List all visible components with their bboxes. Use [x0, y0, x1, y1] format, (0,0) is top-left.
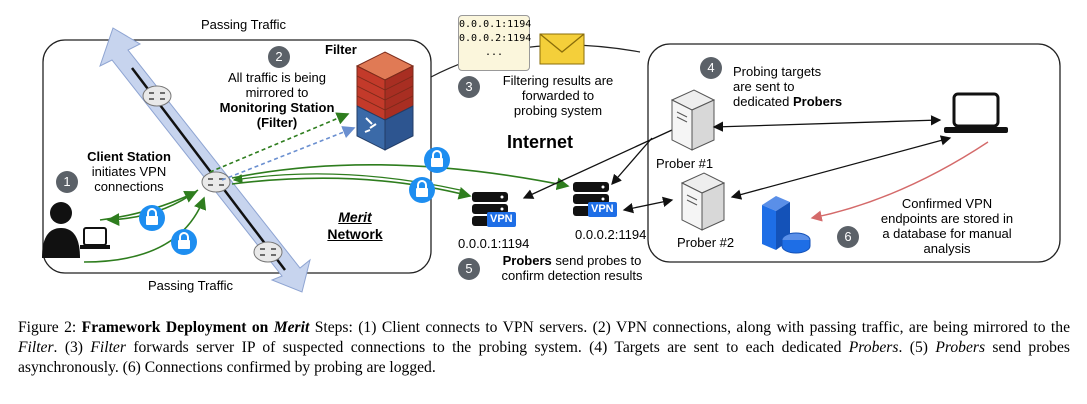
confirmed-line: analysis	[923, 241, 971, 256]
confirmed-line: Confirmed VPN	[901, 196, 993, 211]
lock-icon	[139, 205, 165, 231]
probers-line: confirm detection results	[501, 268, 643, 283]
client-vpn-arrow	[83, 196, 207, 263]
mirror-line: All traffic is being	[227, 70, 327, 85]
router-vpn-arrow	[231, 177, 472, 200]
mirror-arrow-blue	[221, 126, 356, 181]
vpn-badge-1: VPN	[487, 212, 516, 227]
targets-line: are sent to	[733, 79, 795, 94]
probing-system-box	[647, 43, 1061, 263]
step-2-badge: 2	[268, 46, 290, 68]
caption-text: Steps: (1) Client connects to VPN server…	[309, 319, 1070, 336]
diagram-canvas	[42, 27, 1061, 293]
internet-label: Internet	[507, 132, 574, 152]
client-line: initiates VPN	[91, 164, 167, 179]
step-5-badge: 5	[458, 258, 480, 280]
firewall-icon	[355, 51, 415, 151]
confirmed-line: a database for manual	[882, 226, 1012, 241]
vpn-server-2-label: 0.0.0.2:1194	[575, 227, 647, 242]
lock-icon	[409, 177, 435, 203]
note-ip-2: 0.0.0.2:1194	[459, 33, 532, 44]
probe-arrow	[522, 129, 673, 199]
mirror-line: mirrored to	[245, 85, 309, 100]
vpn-server-icon	[472, 192, 508, 226]
lock-icon	[171, 229, 197, 255]
passing-traffic-bottom-label: Passing Traffic	[148, 278, 234, 293]
mirror-label: All traffic is being mirrored to Monitor…	[212, 70, 342, 130]
filtering-results-note: 0.0.0.1:1194 0.0.0.2:1194 ...	[458, 15, 532, 71]
client-line: Client Station	[87, 149, 171, 164]
prober-computer-icon	[670, 89, 716, 151]
router-vpn-arrow	[231, 163, 570, 191]
prober-2-label: Prober #2	[677, 235, 735, 250]
note-ip-1: 0.0.0.1:1194	[459, 19, 532, 30]
caption-italic: Filter	[18, 339, 54, 356]
step-1-badge: 1	[56, 171, 78, 193]
target-arrow	[712, 115, 942, 132]
note-ellipsis: ...	[484, 47, 504, 58]
passing-traffic-top-label: Passing Traffic	[201, 17, 287, 32]
step-4-badge: 4	[700, 57, 722, 79]
caption-italic: Filter	[90, 339, 126, 356]
mirror-line: Monitoring Station	[219, 100, 335, 115]
router-icon	[142, 85, 172, 107]
store-arrow	[810, 141, 989, 222]
target-arrow	[730, 135, 952, 200]
confirmed-vpn-label: Confirmed VPN endpoints are stored in a …	[862, 196, 1032, 256]
client-station-label: Client Station initiates VPN connections	[74, 149, 184, 194]
router-icon	[201, 171, 231, 193]
mirror-line: (Filter)	[256, 115, 298, 130]
laptop-icon	[80, 227, 110, 249]
database-icon	[762, 196, 811, 254]
targets-line-pre: dedicated	[733, 94, 793, 109]
envelope-icon	[539, 33, 585, 65]
targets-line: dedicated Probers	[733, 94, 863, 109]
mirror-arrow-green	[209, 112, 350, 173]
caption-title: Framework Deployment on	[81, 319, 274, 336]
targets-line-bold: Probers	[793, 94, 843, 109]
prober-computer-icon	[680, 172, 726, 231]
filter-label: Filter	[325, 42, 357, 57]
caption-prefix: Figure 2:	[18, 319, 82, 336]
step-3-badge: 3	[458, 76, 480, 98]
caption-title-italic: Merit	[273, 319, 310, 336]
probers-line-bold: Probers	[502, 253, 552, 268]
filtering-line: forwarded to	[521, 88, 595, 103]
vpn-badge-2: VPN	[588, 202, 617, 217]
step-6-badge: 6	[837, 226, 859, 248]
probers-send-label: Probers send probes to confirm detection…	[486, 253, 658, 283]
vpn-server-1-label: 0.0.0.1:1194	[458, 236, 530, 251]
caption-text: . (3)	[53, 339, 91, 356]
caption-italic: Probers	[935, 339, 986, 356]
user-icon	[42, 202, 80, 258]
probe-arrow	[611, 137, 653, 185]
targets-line: Probing targets	[733, 64, 822, 79]
caption-italic: Probers	[848, 339, 899, 356]
prober-1-label: Prober #1	[656, 156, 714, 171]
controller-laptop-icon	[944, 92, 1008, 133]
client-line: connections	[94, 179, 164, 194]
merit-line: Network	[327, 226, 383, 242]
probers-line-rest: send probes to	[551, 253, 642, 268]
caption-text: send probes asynchronously. (6) Connecti…	[18, 339, 1070, 376]
router-icon	[253, 241, 283, 263]
probing-targets-label: Probing targets are sent to dedicated Pr…	[733, 64, 863, 109]
merit-line: Merit	[338, 209, 372, 225]
lock-icon	[424, 147, 450, 173]
confirmed-line: endpoints are stored in	[880, 211, 1014, 226]
filtering-line: probing system	[513, 103, 603, 118]
merit-network-label: Merit Network	[318, 209, 392, 243]
caption-text: . (5)	[898, 339, 936, 356]
filtering-line: Filtering results are	[502, 73, 614, 88]
deployment-diagram: 0.0.0.1:1194 0.0.0.2:1194 ... 1 2 3 4 5 …	[42, 15, 1061, 293]
caption-text: forwards server IP of suspected connecti…	[125, 339, 849, 356]
probers-line: Probers send probes to	[486, 253, 658, 268]
figure-caption: Figure 2: Framework Deployment on Merit …	[18, 318, 1070, 378]
probe-arrow	[622, 196, 674, 214]
filtering-results-label: Filtering results are forwarded to probi…	[488, 73, 628, 118]
